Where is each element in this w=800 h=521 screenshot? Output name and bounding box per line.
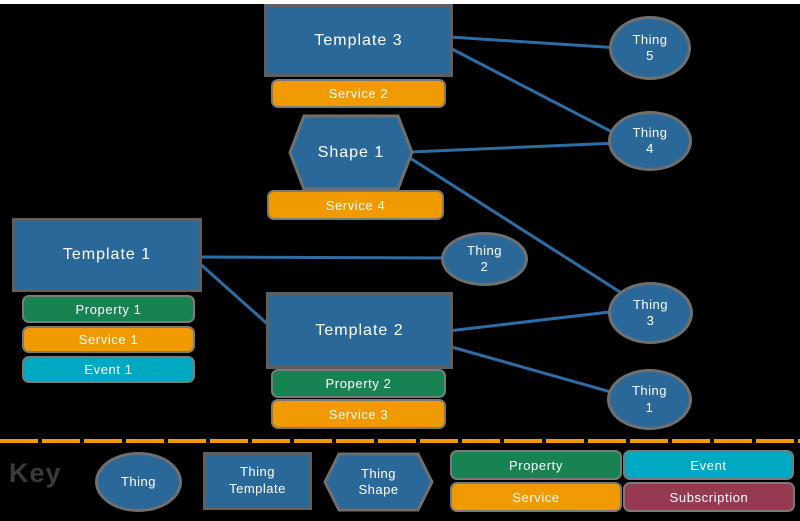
node-property-1-label: Property 1: [75, 301, 142, 317]
node-property-2-label: Property 2: [325, 376, 392, 391]
node-template-2: Template 2: [266, 292, 453, 369]
key-subscription-label: Subscription: [669, 489, 749, 505]
node-service-2: Service 2: [271, 79, 446, 108]
key-divider-line: [0, 439, 800, 443]
connector-template2-thing1: [446, 344, 620, 396]
node-thing-2: Thing 2: [441, 232, 528, 286]
connector-shape1-thing4: [408, 141, 620, 154]
node-property-1: Property 1: [22, 295, 195, 323]
node-shape-1: Shape 1: [288, 114, 414, 191]
node-template-3-label: Template 3: [314, 31, 403, 49]
node-thing-4: Thing 4: [608, 111, 692, 171]
node-thing-3: Thing 3: [608, 282, 693, 344]
hexagon-shape: [323, 452, 434, 512]
node-thing-2-number: 2: [480, 259, 489, 274]
node-template-3: Template 3: [264, 4, 453, 77]
key-thing-label: Thing: [120, 473, 157, 489]
node-service-1: Service 1: [22, 326, 195, 353]
key-service-label: Service: [512, 489, 560, 505]
node-thing-5-number: 5: [646, 48, 654, 63]
node-service-3: Service 3: [271, 399, 446, 429]
key-thing-template-line1: Thing: [239, 464, 276, 480]
node-service-4: Service 4: [267, 190, 444, 220]
key-event-label: Event: [690, 457, 727, 473]
key-subscription: Subscription: [623, 482, 795, 512]
node-service-2-label: Service 2: [328, 86, 389, 101]
node-service-3-label: Service 3: [328, 406, 389, 422]
node-service-4-label: Service 4: [325, 197, 386, 213]
node-template-2-label: Template 2: [315, 321, 404, 339]
node-thing-5-name: Thing: [632, 31, 668, 47]
node-thing-1-name: Thing: [631, 383, 668, 399]
key-thing-shape-line1: Thing: [360, 465, 397, 481]
key-event: Event: [623, 450, 794, 480]
key-thing-shape: Thing Shape: [323, 452, 434, 512]
key-property: Property: [450, 450, 622, 480]
connector-template3-thing5: [448, 35, 622, 50]
connector-template3-thing4: [448, 46, 620, 137]
key-thing-template: Thing Template: [203, 452, 312, 510]
key-service: Service: [450, 482, 622, 512]
node-template-1: Template 1: [12, 218, 202, 292]
node-thing-2-name: Thing: [466, 242, 503, 258]
node-thing-5: Thing 5: [609, 16, 691, 80]
connector-shape1-thing3: [408, 156, 622, 294]
top-white-strip: [0, 0, 800, 4]
key-thing-template-line2: Template: [229, 481, 286, 496]
key-thing-shape-label: Thing Shape: [323, 466, 434, 499]
key-title: Key: [9, 458, 62, 488]
node-thing-3-number: 3: [646, 313, 655, 328]
connector-template2-thing3: [446, 309, 620, 333]
node-template-1-label: Template 1: [62, 246, 152, 263]
node-thing-4-name: Thing: [632, 124, 668, 140]
node-thing-1-number: 1: [645, 399, 654, 415]
node-thing-3-name: Thing: [632, 296, 669, 312]
node-service-1-label: Service 1: [78, 332, 139, 347]
node-event-1-label: Event 1: [84, 362, 133, 377]
node-thing-4-number: 4: [646, 141, 654, 156]
node-event-1: Event 1: [22, 356, 195, 383]
key-property-label: Property: [509, 457, 563, 473]
key-thing-shape-line2: Shape: [358, 482, 399, 497]
connector-template1-template2: [196, 260, 274, 330]
node-shape-1-label: Shape 1: [317, 143, 385, 161]
hexagon-shape: [288, 114, 414, 191]
key-thing: Thing: [95, 452, 182, 512]
node-property-2: Property 2: [271, 369, 446, 398]
connector-template1-thing2: [196, 255, 452, 260]
node-thing-1: Thing 1: [607, 369, 692, 430]
